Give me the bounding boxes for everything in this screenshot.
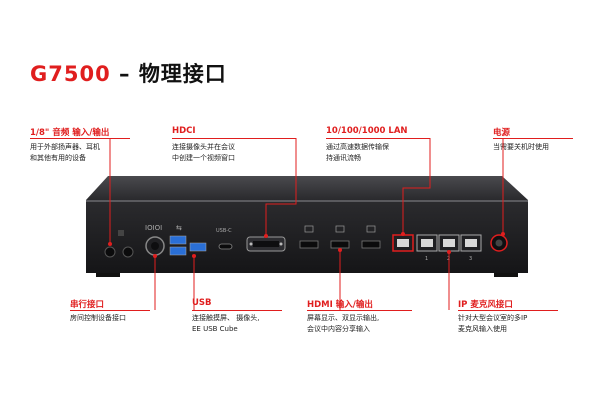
usb-port-3-icon [189, 242, 207, 252]
ip-port-3-number: 3 [469, 256, 472, 262]
page-title: G7500 – 物理接口 [30, 58, 227, 88]
audio-in-jack-icon [104, 246, 116, 258]
lan-label: 10/100/1000 LAN [326, 126, 408, 136]
power-rule [493, 138, 573, 139]
hdmi-port-2-icon [330, 240, 350, 249]
usb-c-text: USB-C [216, 228, 232, 234]
usb-port-2-icon [169, 246, 187, 256]
serial-rule [70, 310, 150, 311]
ipmic-rule [458, 310, 558, 311]
audio-desc: 用于外部扬声器、耳机 和其他有用的设备 [30, 143, 100, 162]
hdmi-desc: 屏幕显示、双显示输出, 会议中内容分享输入 [307, 314, 380, 333]
hdmi-rule [307, 310, 412, 311]
hdci-desc: 连接摄像头并在会议 中创建一个视频窗口 [172, 143, 235, 162]
hdci-label: HDCI [172, 126, 196, 136]
power-desc: 当需要关机时使用 [493, 143, 549, 151]
callout-leaders [109, 138, 504, 310]
usb-port-1-icon [169, 235, 187, 245]
title-text: 物理接口 [138, 62, 227, 86]
audio-label: 1/8" 音频 输入/输出 [30, 128, 110, 138]
usb-label: USB [192, 298, 212, 308]
hdmi-port-1-icon [299, 240, 319, 249]
serial-desc: 房间控制设备接口 [70, 314, 126, 322]
lan-desc: 通过高速数据传输保 持通讯流畅 [326, 143, 389, 162]
lock-slot-icon [118, 230, 124, 236]
hdmi-port-3-icon [361, 240, 381, 249]
title-dash: – [110, 62, 139, 86]
audio-out-jack-icon [122, 246, 134, 258]
usb-c-port-icon [218, 243, 233, 250]
ip-port-1-number: 1 [425, 256, 428, 262]
svg-text:IOIOI: IOIOI [145, 224, 162, 232]
ipmic-desc: 针对大型会议室的多IP 麦克风输入使用 [458, 314, 528, 333]
right-foot [494, 273, 518, 277]
lan-rule [326, 138, 430, 139]
model-name: G7500 [30, 62, 111, 86]
audio-rule [30, 138, 130, 139]
svg-text:⇆: ⇆ [176, 224, 182, 232]
usb-desc: 连接触摸屏、 摄像头, EE USB Cube [192, 314, 260, 333]
power-label: 电源 [493, 128, 511, 138]
ipmic-label: IP 麦克风接口 [458, 300, 513, 310]
device-top [86, 176, 528, 200]
usb-rule [192, 310, 282, 311]
serial-label: 串行接口 [70, 300, 105, 310]
left-foot [96, 273, 120, 277]
hdci-rule [172, 138, 296, 139]
